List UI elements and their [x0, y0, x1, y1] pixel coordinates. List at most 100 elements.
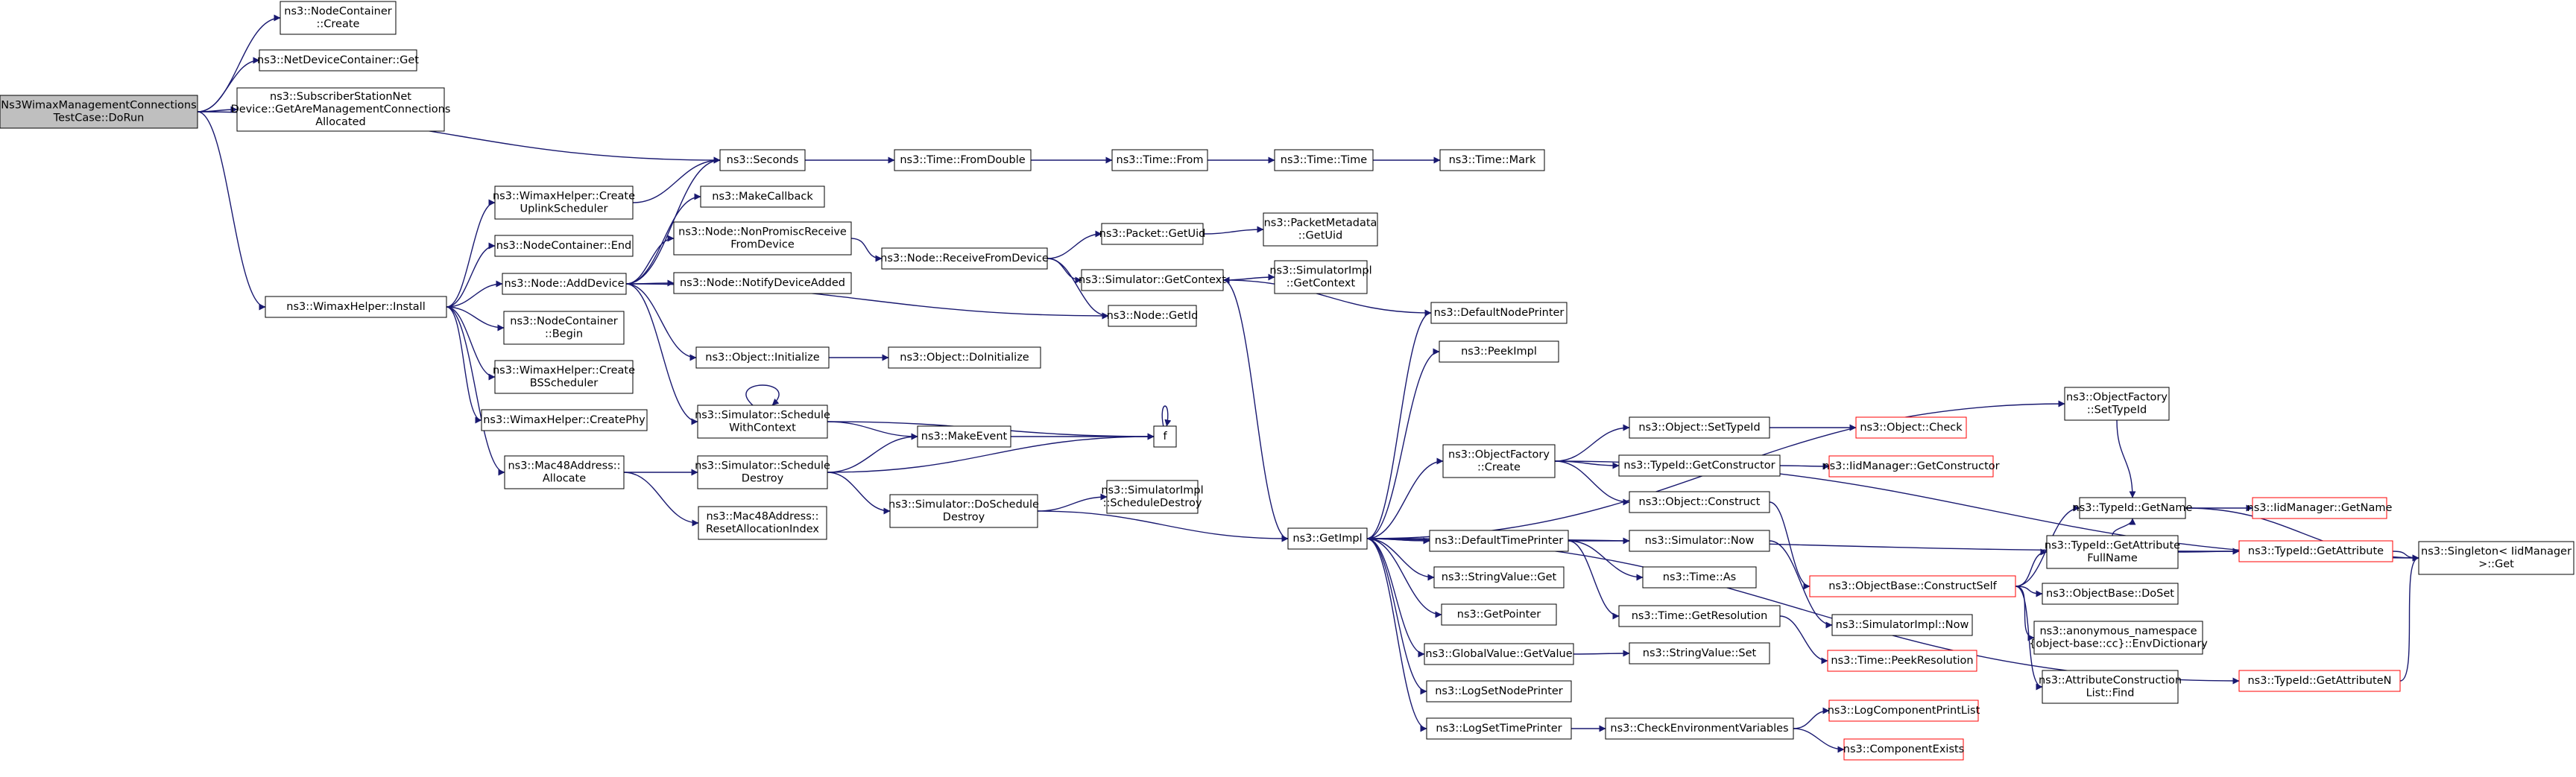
- node-box: [698, 506, 827, 540]
- node-box: [1287, 527, 1368, 550]
- node-ssn-get[interactable]: ns3::SubscriberStationNetDevice::GetAreM…: [231, 87, 451, 132]
- node-time-mark[interactable]: ns3::Time::Mark: [1439, 149, 1545, 171]
- node-mac-reset[interactable]: ns3::Mac48Address::ResetAllocationIndex: [698, 506, 827, 540]
- node-label: ns3::Time::As: [1663, 571, 1736, 583]
- node-gv-getvalue[interactable]: ns3::GlobalValue::GetValue: [1424, 643, 1574, 665]
- node-box: [1828, 455, 1994, 478]
- call-edge: [1366, 538, 1435, 581]
- node-root[interactable]: Ns3WimaxManagementConnectionsTestCase::D…: [0, 95, 198, 129]
- node-notifydevice[interactable]: ns3::Node::NotifyDeviceAdded: [673, 272, 852, 294]
- node-obj-init[interactable]: ns3::Object::Initialize: [695, 346, 830, 369]
- call-edge: [1222, 279, 1289, 542]
- node-time-from[interactable]: ns3::Time::From: [1111, 149, 1208, 171]
- call-edge: [2015, 548, 2048, 587]
- node-box: [889, 494, 1038, 528]
- node-logtimeprinter[interactable]: ns3::LogSetTimePrinter: [1426, 717, 1572, 740]
- node-time-peekres[interactable]: ns3::Time::PeekResolution: [1827, 650, 1977, 672]
- node-compexists[interactable]: ns3::ComponentExists: [1843, 738, 1965, 761]
- node-sv-set[interactable]: ns3::StringValue::Set: [1629, 642, 1770, 665]
- node-makecallback[interactable]: ns3::MakeCallback: [700, 185, 825, 208]
- node-label: Ns3WimaxManagementConnections: [1, 100, 196, 112]
- call-edge: [623, 472, 699, 527]
- call-edge: [1793, 728, 1845, 753]
- node-nc-end[interactable]: ns3::NodeContainer::End: [494, 235, 634, 257]
- node-fromdouble[interactable]: ns3::Time::FromDouble: [894, 149, 1032, 171]
- node-getcontext[interactable]: ns3::Simulator::GetContext: [1079, 269, 1226, 291]
- node-sim-now[interactable]: ns3::Simulator::Now: [1629, 530, 1770, 552]
- node-obj-doinit[interactable]: ns3::Object::DoInitialize: [888, 346, 1041, 369]
- node-obj-settypeid[interactable]: ns3::Object::SetTypeId: [1629, 416, 1770, 439]
- call-edge: [1573, 650, 1630, 657]
- node-time-getres[interactable]: ns3::Time::GetResolution: [1618, 605, 1781, 627]
- node-box: [259, 49, 417, 72]
- node-label: ::GetUid: [1298, 230, 1342, 242]
- node-label: Allocated: [315, 116, 366, 128]
- node-iid-getname[interactable]: ns3::IidManager::GetName: [2247, 497, 2393, 519]
- call-edge: [2112, 518, 2136, 536]
- node-getpointer[interactable]: ns3::GetPointer: [1441, 603, 1557, 626]
- node-si-sched[interactable]: ns3::SimulatorImpl::ScheduleDestroy: [1101, 480, 1204, 514]
- node-receivefrom[interactable]: ns3::Node::ReceiveFromDevice: [880, 247, 1049, 270]
- node-f[interactable]: f: [1153, 425, 1177, 448]
- node-seconds[interactable]: ns3::Seconds: [719, 149, 806, 171]
- node-si-now[interactable]: ns3::SimulatorImpl::Now: [1831, 614, 1973, 636]
- node-anon-envdict[interactable]: ns3::anonymous_namespace{object-base::cc…: [2029, 621, 2208, 655]
- node-logcomplist[interactable]: ns3::LogComponentPrintList: [1828, 700, 1980, 722]
- node-si-getctx[interactable]: ns3::SimulatorImpl::GetContext: [1269, 260, 1372, 294]
- node-deftimeprinter[interactable]: ns3::DefaultTimePrinter: [1429, 530, 1569, 552]
- node-tid-getattrn[interactable]: ns3::TypeId::GetAttributeN: [2238, 670, 2401, 692]
- node-checkenv[interactable]: ns3::CheckEnvironmentVariables: [1605, 717, 1794, 740]
- node-ob-constructself[interactable]: ns3::ObjectBase::ConstructSelf: [1809, 575, 2016, 597]
- node-box: [2418, 541, 2575, 575]
- node-time-time[interactable]: ns3::Time::Time: [1274, 149, 1374, 171]
- node-box: [502, 273, 627, 295]
- node-pm-uid[interactable]: ns3::PacketMetadata::GetUid: [1263, 212, 1378, 247]
- call-edge: [625, 193, 701, 285]
- node-nc-begin[interactable]: ns3::NodeContainer::Begin: [503, 311, 625, 345]
- node-tid-getctor[interactable]: ns3::TypeId::GetConstructor: [1618, 454, 1781, 477]
- node-label: ns3::Seconds: [727, 154, 799, 166]
- node-lognodeprinter[interactable]: ns3::LogSetNodePrinter: [1426, 680, 1572, 703]
- node-node-getid[interactable]: ns3::Node::GetId: [1107, 305, 1199, 327]
- node-defnodeprinter[interactable]: ns3::DefaultNodePrinter: [1430, 302, 1568, 324]
- node-mac-alloc[interactable]: ns3::Mac48Address::Allocate: [504, 455, 625, 489]
- node-nc-create[interactable]: ns3::NodeContainer::Create: [280, 1, 397, 35]
- node-label: BSScheduler: [530, 378, 599, 390]
- node-ndc-get[interactable]: ns3::NetDeviceContainer::Get: [257, 49, 419, 72]
- call-edge: [827, 433, 918, 473]
- node-of-create[interactable]: ns3::ObjectFactory::Create: [1442, 444, 1556, 478]
- node-time-as[interactable]: ns3::Time::As: [1642, 566, 1757, 589]
- node-label: ns3::TypeId::GetConstructor: [1623, 460, 1775, 472]
- node-getimpl[interactable]: ns3::GetImpl: [1287, 527, 1368, 550]
- node-of-settypeid[interactable]: ns3::ObjectFactory::SetTypeId: [2064, 387, 2170, 421]
- node-peekimpl[interactable]: ns3::PeekImpl: [1439, 340, 1559, 363]
- node-obj-construct[interactable]: ns3::Object::Construct: [1629, 491, 1770, 513]
- node-obj-check[interactable]: ns3::Object::Check: [1855, 416, 1967, 439]
- node-node-adddevice[interactable]: ns3::Node::AddDevice: [502, 273, 627, 295]
- call-edge: [1366, 309, 1432, 539]
- node-label: ns3::AttributeConstruction: [2039, 675, 2182, 687]
- node-box: [697, 405, 828, 439]
- node-tid-getname[interactable]: ns3::TypeId::GetName: [2073, 497, 2193, 519]
- node-sched-destroy[interactable]: ns3::Simulator::ScheduleDestroy: [695, 455, 830, 489]
- node-box: [1426, 680, 1572, 703]
- node-sv-get[interactable]: ns3::StringValue::Get: [1433, 566, 1565, 589]
- node-label: ns3::SimulatorImpl: [1269, 265, 1371, 277]
- node-iid-getctor[interactable]: ns3::IidManager::GetConstructor: [1822, 455, 2000, 478]
- node-wh-install[interactable]: ns3::WimaxHelper::Install: [265, 296, 447, 318]
- node-tid-getattr[interactable]: ns3::TypeId::GetAttribute: [2238, 540, 2393, 562]
- node-makeevent[interactable]: ns3::MakeEvent: [917, 425, 1011, 448]
- node-label: ns3::WimaxHelper::Install: [286, 301, 425, 313]
- node-packet-uid[interactable]: ns3::Packet::GetUid: [1099, 223, 1206, 245]
- node-ob-doset[interactable]: ns3::ObjectBase::DoSet: [2042, 583, 2179, 605]
- node-wh-phy[interactable]: ns3::WimaxHelper::CreatePhy: [481, 409, 648, 431]
- node-label: Destroy: [943, 512, 985, 524]
- node-singleton-get[interactable]: ns3::Singleton< IidManager >::Get: [2418, 541, 2575, 575]
